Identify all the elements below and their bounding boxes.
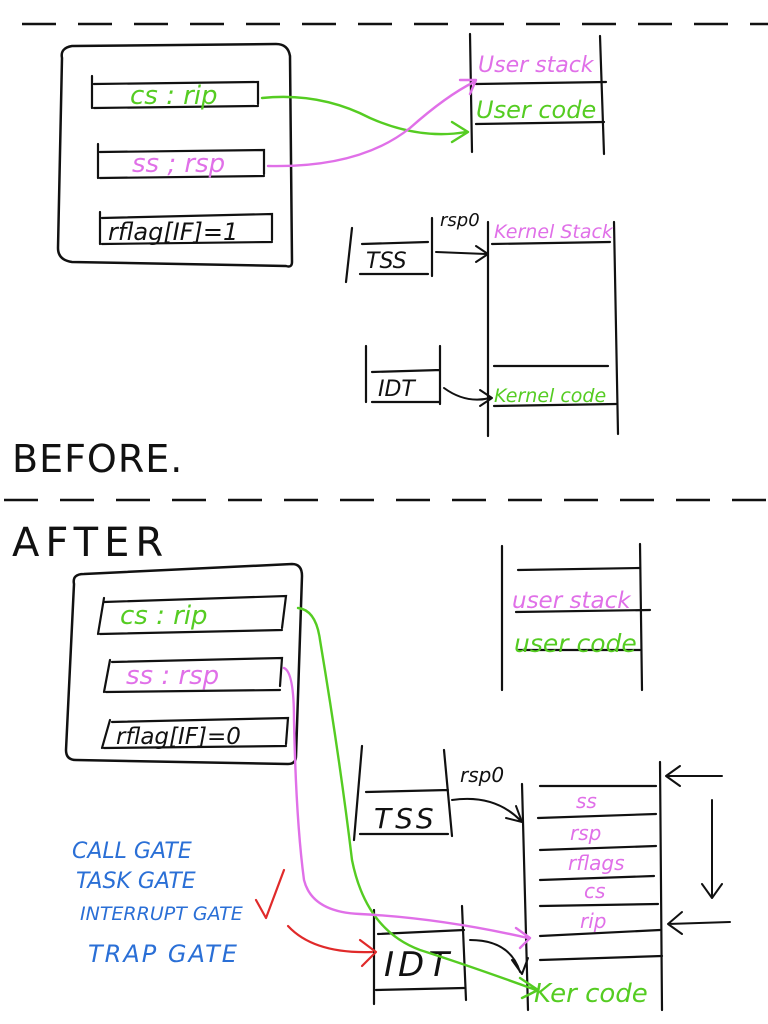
before-label: BEFORE. — [12, 437, 183, 481]
kernel-stack-entry-rip: rip — [580, 909, 606, 933]
before-user-code-label: User code — [476, 96, 596, 124]
before-rsp0-label: rsp0 — [440, 210, 480, 231]
before-kernel-stack-label: Kernel Stack — [494, 221, 614, 243]
after-cs-rip-label: cs : rip — [120, 601, 208, 631]
before-tss-label: TSS — [366, 249, 407, 274]
kernel-stack-entry-cs: cs — [584, 879, 605, 903]
before-tss-box — [344, 216, 434, 284]
before-idt-label: IDT — [378, 377, 416, 402]
after-ss-rsp-label: ss : rsp — [126, 661, 219, 691]
after-idt-box — [372, 904, 468, 1006]
before-kernel-memory — [486, 220, 620, 438]
kernel-stack-entry-rsp: rsp — [570, 821, 601, 845]
after-tss-box — [352, 744, 454, 842]
after-kernel-memory — [520, 760, 664, 1012]
after-rflags-label: rflag[IF]=0 — [116, 724, 241, 750]
after-rsp0-arrow — [451, 797, 523, 823]
before-cpu-box — [56, 42, 294, 268]
before-cs-rip-label: cs : rip — [130, 81, 218, 111]
after-idt-arrow — [469, 939, 529, 975]
interrupt-gate-check-mark — [254, 868, 286, 920]
stack-top-arrow — [665, 765, 723, 787]
gate-to-idt-arrow — [286, 924, 378, 968]
gate-type-call: CALL GATE — [72, 839, 192, 864]
after-rsp0-label: rsp0 — [460, 763, 504, 787]
after-user-memory — [500, 542, 652, 692]
after-user-stack-label: user stack — [512, 588, 632, 614]
stack-pointer-arrow — [667, 911, 731, 935]
before-user-memory — [468, 32, 608, 156]
after-tss-label: TSS — [374, 802, 438, 835]
before-idt-arrow — [443, 387, 493, 407]
before-ss-rsp-arrow — [266, 78, 478, 168]
before-rflags-label: rflag[IF]=1 — [108, 218, 238, 246]
after-ss-rsp-arrow — [282, 666, 532, 950]
before-rsp0-arrow — [435, 245, 489, 263]
before-cs-rip-arrow — [260, 95, 470, 144]
kernel-stack-entry-rflags: rflags — [568, 851, 625, 875]
gate-type-task: TASK GATE — [76, 869, 196, 894]
after-label: AFTER — [12, 520, 169, 566]
before-user-stack-label: User stack — [478, 53, 595, 78]
after-user-code-label: user code — [514, 629, 637, 658]
after-kernel-code-label: Ker code — [534, 979, 648, 1009]
gate-type-interrupt: INTERRUPT GATE — [80, 903, 243, 925]
stack-growth-arrow — [701, 799, 723, 899]
before-kernel-code-label: Kernel code — [494, 385, 606, 407]
after-cs-rip-arrow — [296, 606, 540, 1000]
after-idt-label: IDT — [384, 945, 453, 985]
kernel-stack-entry-ss: ss — [576, 789, 597, 813]
before-ss-rsp-label: ss ; rsp — [132, 149, 225, 179]
before-idt-box — [364, 344, 442, 406]
gate-type-trap: TRAP GATE — [88, 940, 239, 968]
